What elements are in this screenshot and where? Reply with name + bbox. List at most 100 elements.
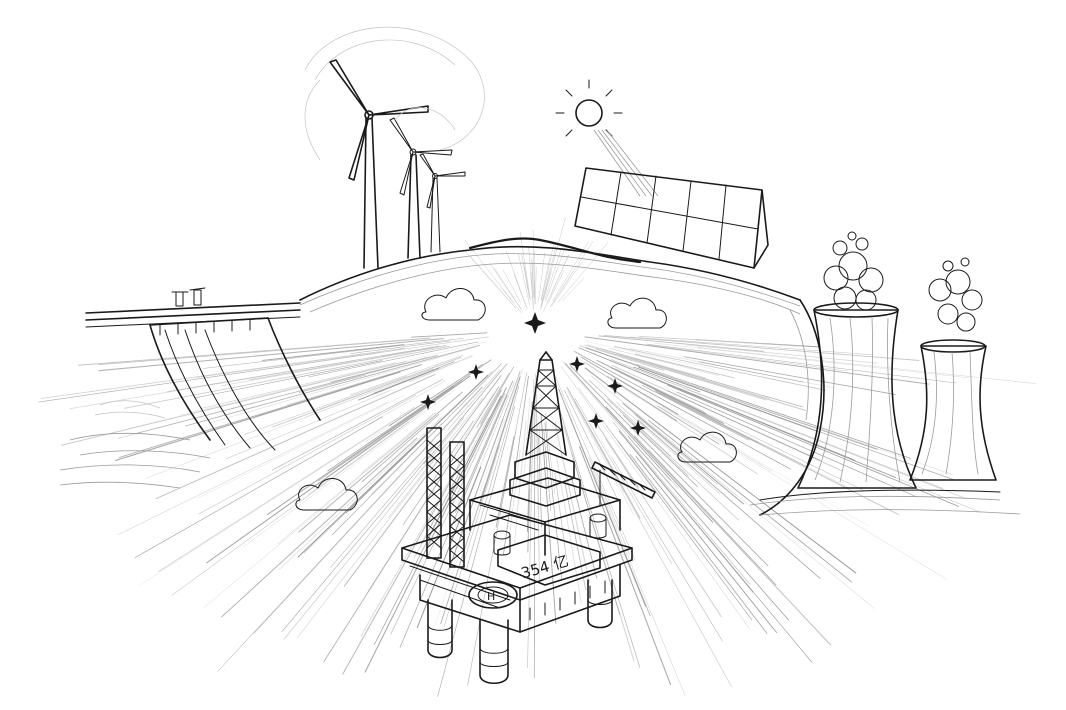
burst-stroke	[298, 391, 463, 533]
burst-stroke	[676, 391, 918, 498]
burst-stroke	[588, 456, 631, 555]
burst-stroke	[373, 361, 455, 394]
burst-stroke	[249, 345, 446, 381]
burst-stroke	[635, 456, 778, 634]
burst-stroke	[635, 353, 735, 379]
burst-stroke	[654, 389, 807, 467]
burst-stroke	[557, 404, 641, 668]
burst-stroke	[253, 386, 483, 634]
burst-stroke	[566, 386, 641, 519]
burst-stroke	[145, 378, 408, 479]
burst-stroke	[567, 391, 635, 516]
burst-stroke	[503, 375, 529, 555]
burst-stroke	[117, 401, 389, 535]
burst-stroke	[443, 445, 500, 627]
burst-stroke	[345, 425, 437, 514]
burst-stroke	[208, 346, 476, 424]
burst-stroke	[367, 439, 466, 592]
burst-stroke	[698, 361, 804, 383]
burst-stroke	[580, 356, 679, 415]
burst-stroke	[454, 380, 514, 513]
helipad-h: H	[487, 590, 495, 603]
burst-stroke	[135, 354, 438, 435]
burst-stroke	[277, 412, 436, 545]
crane-boom	[591, 461, 656, 506]
solar-panel	[574, 167, 769, 269]
burst-stroke	[171, 421, 410, 596]
burst-stroke	[686, 344, 878, 364]
burst-stroke	[360, 407, 492, 637]
burst-stroke	[297, 374, 489, 558]
burst-stroke	[329, 445, 436, 568]
burst-stroke	[198, 394, 416, 515]
burst-stroke	[509, 450, 521, 535]
burst-stroke	[296, 397, 483, 639]
burst-stroke	[78, 337, 431, 366]
burst-stroke	[423, 363, 508, 465]
burst-stroke	[574, 397, 673, 565]
burst-stroke	[654, 342, 970, 379]
burst-stroke	[569, 365, 769, 567]
burst-stroke	[578, 445, 672, 686]
burst-stroke	[327, 359, 492, 472]
burst-stroke	[676, 380, 956, 481]
sun	[555, 79, 623, 137]
burst-stroke	[578, 347, 856, 461]
burst-stroke	[587, 344, 707, 379]
burst-stroke	[518, 253, 530, 306]
ground-right-shading	[749, 489, 1021, 516]
burst-stroke	[342, 389, 502, 675]
burst-stroke	[447, 369, 501, 431]
burst-stroke	[203, 416, 432, 609]
burst-stroke	[220, 437, 418, 618]
burst-stroke	[220, 347, 436, 387]
burst-stroke	[589, 380, 671, 457]
burst-stroke	[466, 386, 520, 570]
burst-stroke	[283, 417, 465, 640]
burst-stroke	[271, 378, 443, 471]
burst-stroke	[528, 246, 534, 309]
burst-stroke	[444, 371, 521, 580]
burst-stroke	[614, 368, 705, 413]
burst-stroke	[646, 343, 957, 384]
burst-stroke	[562, 361, 687, 503]
burst-stroke	[598, 335, 764, 352]
cloud-mid-left	[295, 478, 358, 511]
burst-stroke	[564, 389, 621, 505]
burst-stroke	[551, 260, 584, 307]
burst-stroke	[331, 363, 502, 536]
burst-stroke	[299, 374, 366, 393]
burst-stroke	[361, 413, 440, 483]
burst-stroke	[538, 252, 546, 302]
burst-stroke	[566, 408, 651, 617]
burst-stroke	[480, 366, 515, 425]
burst-stroke	[437, 406, 515, 697]
cooling-tower-small	[909, 339, 997, 481]
burst-stroke	[139, 406, 417, 586]
burst-stroke	[502, 288, 522, 314]
burst-stroke	[661, 406, 948, 580]
sparkles	[420, 312, 646, 436]
burst-stroke	[469, 255, 516, 308]
burst-stroke	[399, 394, 508, 648]
burst-stroke	[185, 344, 481, 427]
cloud-left	[421, 288, 486, 321]
burst-stroke	[667, 390, 821, 461]
burst-stroke	[202, 338, 464, 369]
burst-stroke	[350, 340, 451, 354]
wind-turbine-small	[419, 153, 466, 253]
burst-stroke	[583, 340, 716, 370]
burst-stroke	[639, 365, 953, 475]
burst-stroke	[656, 405, 720, 445]
burst-stroke	[433, 393, 494, 485]
burst-stroke	[466, 381, 515, 501]
burst-stroke	[364, 387, 507, 673]
burst-stroke	[523, 396, 531, 483]
burst-stroke	[308, 341, 479, 378]
burst-stroke	[348, 406, 425, 462]
cloud-right	[607, 297, 667, 329]
burst-stroke	[390, 393, 506, 635]
burst-stroke	[370, 422, 443, 495]
burst-stroke	[604, 437, 722, 618]
